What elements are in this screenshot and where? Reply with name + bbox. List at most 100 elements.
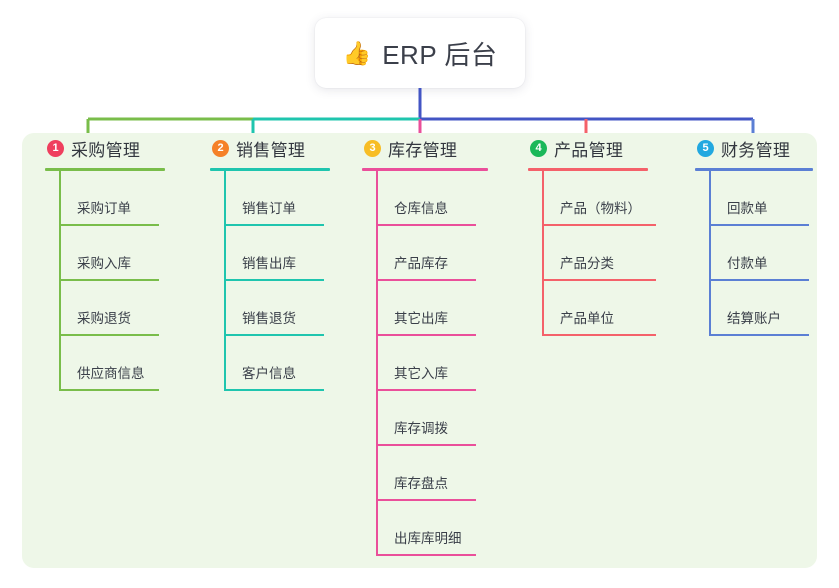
column-badge-2: 2: [212, 139, 229, 157]
mindmap-leaf[interactable]: 其它出库: [376, 281, 517, 336]
mindmap-leaf[interactable]: 库存调拨: [376, 391, 517, 446]
column-title-2: 销售管理: [236, 140, 306, 160]
mindmap-leaf[interactable]: 付款单: [709, 226, 839, 281]
mindmap-leaf-label: 采购退货: [77, 311, 131, 326]
mindmap-leaf-rule: [59, 224, 159, 226]
column-header-rule-4: [528, 168, 648, 171]
column-children-5: 回款单付款单结算账户: [695, 171, 839, 336]
mindmap-leaf-label: 采购订单: [77, 201, 131, 216]
mindmap-leaf[interactable]: 采购入库: [59, 226, 195, 281]
mindmap-leaf-rule: [542, 279, 656, 281]
mindmap-leaf-rule: [59, 389, 159, 391]
mindmap-leaf-label: 其它出库: [394, 311, 448, 326]
column-header-3[interactable]: 3 库存管理: [362, 133, 517, 163]
column-header-rule-3: [362, 168, 488, 171]
mindmap-leaf[interactable]: 采购退货: [59, 281, 195, 336]
column-children-4: 产品（物料） 产品分类产品单位: [528, 171, 678, 336]
mindmap-leaf[interactable]: 产品分类: [542, 226, 678, 281]
mindmap-leaf[interactable]: 仓库信息: [376, 171, 517, 226]
column-header-5[interactable]: 5 财务管理: [695, 133, 839, 163]
mindmap-leaf-rule: [376, 279, 476, 281]
mindmap-leaf-rule: [709, 224, 809, 226]
column-children-3: 仓库信息产品库存其它出库其它入库库存调拨库存盘点出库库明细: [362, 171, 517, 556]
mindmap-leaf-label: 产品分类: [560, 256, 614, 271]
column-title-4: 产品管理: [554, 140, 624, 160]
mindmap-leaf-label: 采购入库: [77, 256, 131, 271]
mindmap-leaf-label: 出库库明细: [394, 531, 462, 546]
mindmap-leaf-rule: [376, 334, 476, 336]
column-badge-3: 3: [364, 139, 381, 157]
mindmap-leaf-label: 回款单: [727, 201, 768, 216]
mindmap-leaf-rule: [59, 334, 159, 336]
column-header-rule-2: [210, 168, 330, 171]
mindmap-leaf[interactable]: 产品库存: [376, 226, 517, 281]
mindmap-leaf-label: 客户信息: [242, 366, 296, 381]
column-spine-5: [709, 171, 711, 336]
mindmap-leaf-label: 销售出库: [242, 256, 296, 271]
mindmap-leaf-rule: [224, 224, 324, 226]
mindmap-leaf[interactable]: 销售退货: [224, 281, 360, 336]
column-header-rule-5: [695, 168, 813, 171]
mindmap-leaf[interactable]: 销售订单: [224, 171, 360, 226]
column-spine-3: [376, 171, 378, 556]
column-spine-1: [59, 171, 61, 391]
column-header-1[interactable]: 1 采购管理: [45, 133, 195, 163]
mindmap-leaf[interactable]: 供应商信息: [59, 336, 195, 391]
mindmap-leaf-label: 销售订单: [242, 201, 296, 216]
mindmap-leaf-rule: [709, 334, 809, 336]
mindmap-leaf[interactable]: 销售出库: [224, 226, 360, 281]
mindmap-leaf[interactable]: 出库库明细: [376, 501, 517, 556]
mindmap-panel: 1 采购管理采购订单采购入库采购退货供应商信息 2 销售管理销售订单销售出库销售退货客…: [22, 133, 817, 568]
mindmap-leaf-rule: [224, 334, 324, 336]
mindmap-leaf[interactable]: 其它入库: [376, 336, 517, 391]
mindmap-leaf[interactable]: 采购订单: [59, 171, 195, 226]
column-header-rule-1: [45, 168, 165, 171]
column-children-2: 销售订单销售出库销售退货客户信息: [210, 171, 360, 391]
column-spine-2: [224, 171, 226, 391]
thumbs-up-icon: 👍: [342, 39, 372, 66]
column-badge-5: 5: [697, 139, 714, 157]
mindmap-leaf-rule: [542, 334, 656, 336]
mindmap-column-1: 1 采购管理采购订单采购入库采购退货供应商信息: [45, 133, 195, 391]
mindmap-leaf[interactable]: 回款单: [709, 171, 839, 226]
mindmap-leaf-rule: [376, 499, 476, 501]
root-node-card[interactable]: 👍 ERP 后台: [315, 18, 525, 88]
mindmap-leaf-label: 付款单: [727, 256, 768, 271]
mindmap-leaf-rule: [224, 389, 324, 391]
root-node-title: ERP 后台: [382, 39, 498, 70]
mindmap-leaf-rule: [709, 279, 809, 281]
column-children-1: 采购订单采购入库采购退货供应商信息: [45, 171, 195, 391]
mindmap-leaf-label: 库存调拨: [394, 421, 448, 436]
mindmap-leaf-rule: [376, 554, 476, 556]
mindmap-leaf-rule: [376, 224, 476, 226]
mindmap-leaf-label: 产品（物料）: [560, 201, 641, 216]
mindmap-leaf-label: 仓库信息: [394, 201, 448, 216]
mindmap-leaf-label: 库存盘点: [394, 476, 448, 491]
mindmap-leaf-label: 其它入库: [394, 366, 448, 381]
mindmap-leaf-label: 产品单位: [560, 311, 614, 326]
column-title-3: 库存管理: [388, 140, 458, 160]
mindmap-leaf[interactable]: 客户信息: [224, 336, 360, 391]
mindmap-leaf[interactable]: 产品（物料）: [542, 171, 678, 226]
column-badge-4: 4: [530, 139, 547, 157]
column-header-4[interactable]: 4 产品管理: [528, 133, 678, 163]
mindmap-leaf[interactable]: 产品单位: [542, 281, 678, 336]
column-badge-1: 1: [47, 139, 64, 157]
mindmap-leaf-rule: [376, 389, 476, 391]
mindmap-leaf[interactable]: 库存盘点: [376, 446, 517, 501]
mindmap-leaf-label: 销售退货: [242, 311, 296, 326]
column-spine-4: [542, 171, 544, 336]
column-title-5: 财务管理: [721, 140, 791, 160]
mindmap-leaf-rule: [542, 224, 656, 226]
mindmap-column-5: 5 财务管理回款单付款单结算账户: [695, 133, 839, 336]
mindmap-leaf-rule: [59, 279, 159, 281]
column-title-1: 采购管理: [71, 140, 141, 160]
mindmap-leaf-label: 产品库存: [394, 256, 448, 271]
mindmap-column-2: 2 销售管理销售订单销售出库销售退货客户信息: [210, 133, 360, 391]
mindmap-leaf-rule: [376, 444, 476, 446]
root-node-content: 👍 ERP 后台: [343, 35, 498, 72]
mindmap-column-3: 3 库存管理仓库信息产品库存其它出库其它入库库存调拨库存盘点出库库明细: [362, 133, 517, 556]
mindmap-leaf[interactable]: 结算账户: [709, 281, 839, 336]
mindmap-leaf-label: 结算账户: [727, 311, 781, 326]
column-header-2[interactable]: 2 销售管理: [210, 133, 360, 163]
